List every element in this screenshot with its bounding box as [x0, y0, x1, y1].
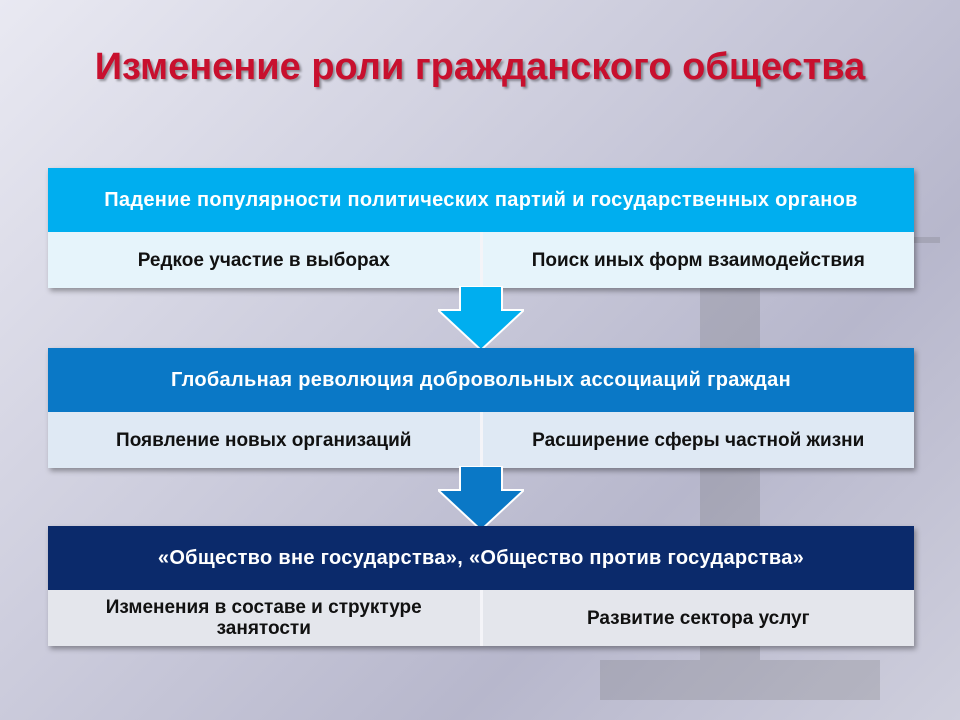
block-1-row: Редкое участие в выборах Поиск иных форм…	[48, 232, 914, 288]
block-3-row: Изменения в составе и структуре занятост…	[48, 590, 914, 646]
block-1: Падение популярности политических партий…	[48, 168, 914, 288]
down-arrow-2-icon	[438, 466, 524, 530]
block-3: «Общество вне государства», «Общество пр…	[48, 526, 914, 646]
block-1-item-1: Редкое участие в выборах	[137, 249, 390, 271]
page-title: Изменение роли гражданского общества	[94, 46, 866, 88]
block-3-item-1: Изменения в составе и структуре занятост…	[105, 597, 422, 639]
block-2-item-1: Появление новых организаций	[116, 429, 412, 451]
block-1-item-2: Поиск иных форм взаимодействия	[479, 232, 915, 288]
block-2-header: Глобальная революция добровольных ассоци…	[48, 348, 914, 412]
block-3-header: «Общество вне государства», «Общество пр…	[48, 526, 914, 590]
block-3-item-2: Развитие сектора услуг	[479, 590, 915, 646]
down-arrow-1-icon	[438, 286, 524, 350]
block-1-header: Падение популярности политических партий…	[48, 168, 914, 232]
block-2-row: Появление новых организаций Расширение с…	[48, 412, 914, 468]
block-2-item-2: Расширение сферы частной жизни	[479, 412, 915, 468]
block-2: Глобальная революция добровольных ассоци…	[48, 348, 914, 468]
